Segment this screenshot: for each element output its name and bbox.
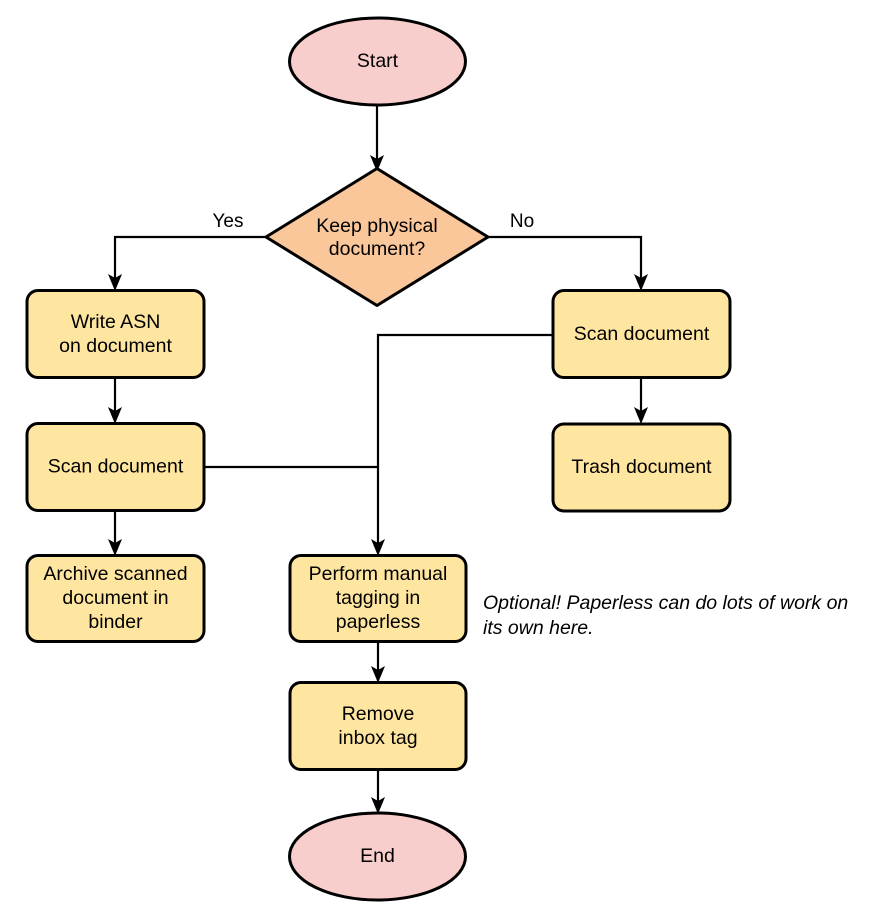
archive-box[interactable] bbox=[25, 554, 206, 643]
decision-label-line1: Keep physical bbox=[316, 215, 437, 237]
edge-start-to-decision bbox=[370, 105, 384, 172]
node-end[interactable]: End bbox=[288, 811, 467, 902]
node-write-asn-on-document[interactable]: Write ASN on document bbox=[25, 289, 206, 379]
optional-note-line2: its own here. bbox=[483, 617, 594, 639]
arrow-head bbox=[371, 797, 385, 814]
edge-scan-left-to-archive bbox=[108, 511, 122, 556]
remove-inbox-tag-label-line1: Remove bbox=[342, 703, 415, 725]
start-label: Start bbox=[357, 50, 399, 72]
edge-decision-no-to-scan-right bbox=[488, 235, 648, 291]
arrow-head bbox=[108, 274, 122, 291]
end-ellipse[interactable] bbox=[288, 811, 467, 902]
edge-scan-right-to-trash bbox=[634, 378, 648, 424]
edge-scan-right-to-manual-tagging bbox=[371, 333, 553, 556]
edge-line bbox=[376, 333, 553, 543]
archive-label-line2: document in bbox=[62, 587, 168, 609]
arrow-head bbox=[108, 539, 122, 556]
annotation-optional-note: Optional! Paperless can do lots of work … bbox=[483, 592, 848, 639]
edge-label-no: No bbox=[510, 211, 534, 232]
edge-remove-inbox-tag-to-end bbox=[371, 770, 385, 814]
node-decision-keep-physical-document[interactable]: Keep physical document? bbox=[264, 167, 490, 307]
decision-label-line2: document? bbox=[329, 238, 426, 260]
node-scan-document-right[interactable]: Scan document bbox=[551, 289, 732, 379]
arrow-head bbox=[634, 274, 648, 291]
edge-manual-tagging-to-remove-inbox-tag bbox=[371, 641, 385, 683]
manual-tagging-label-line2: tagging in bbox=[336, 587, 421, 609]
trash-document-box[interactable] bbox=[551, 422, 732, 513]
node-archive-scanned-document[interactable]: Archive scanned document in binder bbox=[25, 554, 206, 643]
edge-line bbox=[488, 235, 643, 278]
write-asn-box[interactable] bbox=[25, 289, 206, 379]
scan-document-right-label: Scan document bbox=[574, 323, 710, 345]
manual-tagging-label-line1: Perform manual bbox=[309, 563, 448, 585]
archive-label-line3: binder bbox=[88, 611, 143, 633]
edge-decision-yes-to-write-asn bbox=[108, 235, 266, 291]
optional-note-line1: Optional! Paperless can do lots of work … bbox=[483, 592, 848, 614]
edge-write-asn-to-scan-left bbox=[108, 378, 122, 424]
node-scan-document-left[interactable]: Scan document bbox=[25, 422, 206, 512]
remove-inbox-tag-label-line2: inbox tag bbox=[338, 727, 417, 749]
arrow-head bbox=[371, 539, 385, 556]
scan-document-left-box[interactable] bbox=[25, 422, 206, 512]
edge-label-yes: Yes bbox=[213, 211, 244, 232]
manual-tagging-label-line3: paperless bbox=[336, 611, 421, 633]
end-label: End bbox=[360, 845, 395, 867]
decision-diamond[interactable] bbox=[264, 167, 490, 307]
edge-line bbox=[113, 235, 266, 278]
manual-tagging-box[interactable] bbox=[288, 554, 468, 643]
node-trash-document[interactable]: Trash document bbox=[551, 422, 732, 513]
write-asn-label-line1: Write ASN bbox=[71, 311, 161, 333]
arrow-head bbox=[371, 666, 385, 683]
write-asn-label-line2: on document bbox=[59, 335, 172, 357]
arrow-head bbox=[634, 407, 648, 424]
scan-document-right-box[interactable] bbox=[551, 289, 732, 379]
arrow-head bbox=[108, 407, 122, 424]
trash-document-label: Trash document bbox=[571, 456, 712, 478]
start-ellipse[interactable] bbox=[288, 16, 467, 107]
archive-label-line1: Archive scanned bbox=[43, 563, 187, 585]
node-remove-inbox-tag[interactable]: Remove inbox tag bbox=[288, 681, 468, 771]
node-start[interactable]: Start bbox=[288, 16, 467, 107]
node-perform-manual-tagging[interactable]: Perform manual tagging in paperless bbox=[288, 554, 468, 643]
arrow-head bbox=[370, 155, 384, 172]
scan-document-left-label: Scan document bbox=[48, 456, 184, 478]
remove-inbox-tag-box[interactable] bbox=[288, 681, 468, 771]
